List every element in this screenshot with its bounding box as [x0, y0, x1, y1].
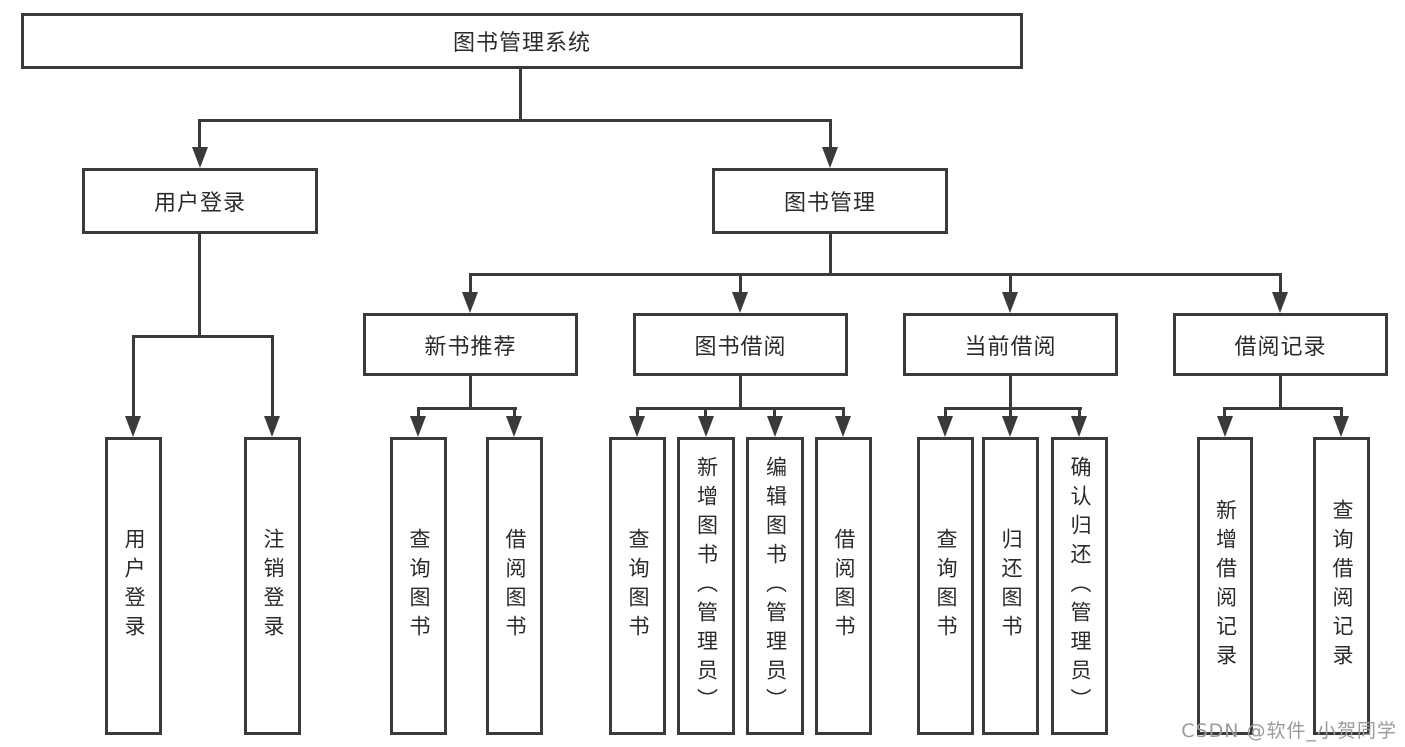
connector-hline [417, 407, 517, 410]
node-label: 图书管理系统 [452, 31, 591, 56]
node-label: 借阅记录 [1234, 334, 1327, 360]
arrowhead-icon [125, 416, 141, 437]
node-label: 注销登录 [261, 528, 285, 644]
leaf-logout: 注销登录 [244, 437, 301, 735]
connector-hline [1224, 407, 1343, 410]
arrowhead-icon [698, 416, 714, 437]
arrowhead-icon [462, 292, 478, 313]
connector-vline [739, 374, 742, 410]
connector-vline [829, 119, 832, 152]
connector-hline [636, 407, 845, 410]
arrowhead-icon [1002, 292, 1018, 313]
connector-vline [417, 407, 420, 421]
node-label: 当前借阅 [964, 334, 1057, 360]
arrowhead-icon [835, 416, 851, 437]
arrowhead-icon [822, 147, 838, 168]
node-label: 新增借阅记录 [1213, 499, 1238, 673]
node-label: 查询图书 [626, 528, 650, 644]
connector-vline [198, 119, 201, 152]
connector-vline [1009, 407, 1012, 421]
arrowhead-icon [410, 416, 426, 437]
connector-vline [513, 407, 516, 421]
connector-vline [1223, 407, 1226, 421]
arrowhead-icon [1071, 416, 1087, 437]
connector-vline [1078, 407, 1081, 421]
arrowhead-icon [629, 416, 645, 437]
node-label: 借阅图书 [503, 528, 527, 644]
node-label: 新增图书（管理员） [694, 455, 719, 717]
arrowhead-icon [192, 147, 208, 168]
connector-vline [1340, 407, 1343, 421]
node-current-borrow: 当前借阅 [903, 313, 1118, 376]
connector-vline [469, 273, 472, 298]
arrowhead-icon [1272, 292, 1288, 313]
connector-vline [773, 407, 776, 421]
leaf-edit-book-admin: 编辑图书（管理员） [746, 437, 804, 735]
leaf-query-books-current: 查询图书 [917, 437, 974, 735]
node-book-borrow: 图书借阅 [633, 313, 848, 376]
node-label: 编辑图书（管理员） [763, 455, 788, 717]
connector-vline [829, 231, 832, 276]
leaf-add-borrow-record: 新增借阅记录 [1197, 437, 1253, 735]
connector-vline [198, 234, 201, 338]
connector-vline [1009, 273, 1012, 298]
node-label: 归还图书 [999, 528, 1023, 644]
connector-hline [469, 273, 1282, 276]
connector-hline [132, 335, 274, 338]
node-new-book-recommend: 新书推荐 [363, 313, 578, 376]
connector-hline [944, 407, 1082, 410]
arrowhead-icon [1333, 416, 1349, 437]
arrowhead-icon [1217, 416, 1233, 437]
arrowhead-icon [264, 416, 280, 437]
arrowhead-icon [1002, 416, 1018, 437]
connector-vline [1009, 374, 1012, 410]
leaf-add-book-admin: 新增图书（管理员） [677, 437, 735, 735]
node-label: 新书推荐 [424, 334, 517, 360]
node-book-management: 图书管理 [712, 168, 948, 234]
connector-vline [636, 407, 639, 421]
node-label: 图书管理 [783, 191, 876, 216]
connector-vline [704, 407, 707, 421]
leaf-borrow-books: 借阅图书 [815, 437, 872, 735]
csdn-watermark: CSDN @软件_小贺同学 [1181, 720, 1397, 742]
arrowhead-icon [767, 416, 783, 437]
node-label: 用户登录 [122, 528, 146, 644]
connector-vline [739, 273, 742, 298]
connector-vline [132, 335, 135, 420]
node-label: 确认归还（管理员） [1068, 455, 1092, 717]
node-label: 图书借阅 [694, 334, 787, 360]
leaf-query-borrow-record: 查询借阅记录 [1313, 437, 1370, 735]
connector-vline [469, 374, 472, 410]
node-label: 查询图书 [407, 528, 431, 644]
node-label: 借阅图书 [832, 528, 856, 644]
leaf-return-book: 归还图书 [982, 437, 1039, 735]
connector-vline [944, 407, 947, 421]
leaf-confirm-return-admin: 确认归还（管理员） [1051, 437, 1108, 735]
node-library-system: 图书管理系统 [21, 13, 1023, 69]
connector-hline [198, 119, 832, 122]
arrowhead-icon [506, 416, 522, 437]
leaf-user-login: 用户登录 [105, 437, 162, 735]
leaf-query-books-recommend: 查询图书 [390, 437, 447, 735]
node-label: 用户登录 [153, 191, 246, 216]
connector-vline [1279, 273, 1282, 298]
node-label: 查询图书 [934, 528, 958, 644]
connector-vline [271, 335, 274, 420]
connector-vline [519, 69, 522, 122]
node-borrow-records: 借阅记录 [1173, 313, 1388, 376]
connector-vline [1279, 374, 1282, 410]
node-label: 查询借阅记录 [1330, 499, 1354, 673]
node-user-login: 用户登录 [82, 168, 318, 234]
arrowhead-icon [937, 416, 953, 437]
arrowhead-icon [732, 292, 748, 313]
leaf-query-books-borrow: 查询图书 [609, 437, 666, 735]
leaf-borrow-books-recommend: 借阅图书 [486, 437, 543, 735]
connector-vline [842, 407, 845, 421]
